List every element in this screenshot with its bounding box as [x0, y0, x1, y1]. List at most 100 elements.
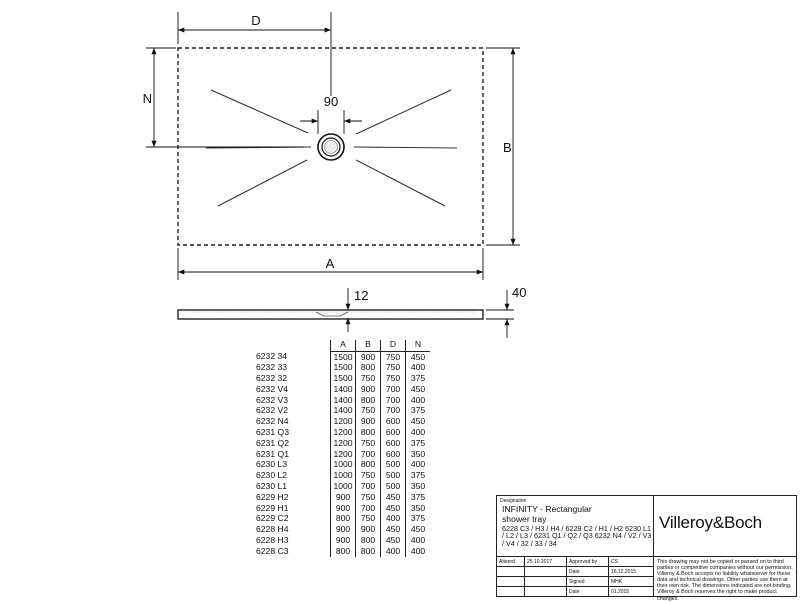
- article-code: 6230 L3: [256, 459, 288, 470]
- article-code: 6231 Q2: [256, 437, 289, 448]
- divider: [653, 496, 654, 556]
- dimension-value: 600: [380, 438, 406, 450]
- dimension-value: 400: [405, 427, 430, 439]
- meta-value: MHK: [609, 577, 654, 587]
- meta-value: 25.10.2017: [525, 557, 567, 567]
- dimension-value: 350: [405, 481, 430, 493]
- article-code: 6228 C3: [256, 545, 289, 556]
- dimension-value: 750: [355, 406, 381, 417]
- dimension-value: 900: [355, 524, 381, 536]
- meta-row: Signed MHK: [497, 577, 654, 587]
- drain-dimension: [300, 110, 362, 134]
- meta-label: Signed: [567, 577, 609, 587]
- dimension-value: 1200: [330, 449, 356, 460]
- height-dimension-label: 40: [512, 285, 526, 300]
- drain-icon: [317, 133, 345, 161]
- dimension-value: 400: [405, 362, 430, 374]
- dimension-value: 450: [380, 524, 406, 536]
- n-dimension: [146, 47, 304, 148]
- dimension-value: 1000: [330, 460, 356, 471]
- dimension-value: 800: [355, 362, 381, 374]
- dimension-value: 450: [405, 384, 430, 396]
- dimension-value: 400: [380, 546, 406, 558]
- article-code: 6231 Q3: [256, 427, 289, 438]
- dimension-value: 1200: [330, 416, 356, 428]
- dimension-value: 450: [405, 524, 430, 536]
- depth-dimension-label: 12: [354, 288, 368, 303]
- dimension-value: 1400: [330, 384, 356, 396]
- d-dimension: [177, 12, 332, 96]
- meta-row: Date 16.12.2015: [497, 567, 654, 577]
- dimension-value: 450: [405, 416, 430, 428]
- dimension-value: 375: [405, 438, 430, 450]
- dimension-value: 600: [380, 449, 406, 460]
- dimension-value: 900: [355, 351, 381, 363]
- dimension-value: 350: [405, 503, 430, 514]
- meta-value: 16.12.2015: [609, 567, 654, 577]
- dimension-value: 900: [355, 384, 381, 396]
- dimension-value: 400: [405, 460, 430, 471]
- article-code: 6229 C2: [256, 513, 289, 524]
- article-code: 6228 H3: [256, 535, 289, 546]
- dimension-value: 500: [380, 481, 406, 493]
- dimension-value: 900: [355, 416, 381, 428]
- dimension-value: 800: [355, 460, 381, 471]
- article-code: 6232 N4: [256, 416, 289, 427]
- d-dimension-label: D: [251, 13, 260, 28]
- dimension-value: 375: [405, 492, 430, 504]
- dimension-value: 1200: [330, 438, 356, 450]
- dimension-value: 750: [380, 351, 406, 363]
- dimension-value: 1200: [330, 427, 356, 439]
- meta-label: Date: [567, 567, 609, 577]
- dimension-value: 750: [355, 514, 381, 525]
- n-dimension-label: N: [143, 91, 152, 106]
- dimension-value: 500: [380, 460, 406, 471]
- dimension-value: 900: [330, 524, 356, 536]
- dimension-value: 500: [380, 470, 406, 482]
- drain-dimension-label: 90: [324, 94, 338, 109]
- dimension-value: 1500: [330, 373, 356, 385]
- dimension-value: 900: [330, 535, 356, 547]
- article-code: 6232 V3: [256, 394, 289, 405]
- a-dimension: [177, 248, 484, 280]
- slope-grooves: [205, 89, 458, 207]
- tray-side-profile: [177, 309, 484, 320]
- meta-label: Altered: [497, 557, 525, 567]
- article-code: 6232 32: [256, 373, 288, 384]
- dimension-value: 375: [405, 373, 430, 385]
- tray-outline: [177, 47, 484, 246]
- dimension-value: 800: [355, 535, 381, 547]
- dimension-value: 800: [330, 546, 356, 558]
- meta-label: Approved by: [567, 557, 609, 567]
- article-code: 6230 L1: [256, 481, 288, 492]
- dimension-value: 1400: [330, 395, 356, 406]
- divider: [497, 556, 796, 557]
- dimension-value: 700: [355, 481, 381, 493]
- column-header: A: [330, 339, 356, 352]
- dimension-value: 400: [405, 535, 430, 547]
- product-variants: 6228 C3 / H3 / H4 / 6229 C2 / H1 / H2 62…: [502, 524, 652, 548]
- meta-row: Date 01.2015: [497, 587, 654, 597]
- table-header-row: A B D N: [256, 339, 430, 352]
- b-dimension-label: B: [503, 140, 512, 155]
- dimension-value: 400: [405, 395, 430, 406]
- meta-row: Altered 25.10.2017 Approved by CS: [497, 557, 654, 567]
- dimension-value: 750: [380, 362, 406, 374]
- dimension-value: 450: [380, 503, 406, 514]
- column-header: D: [380, 339, 406, 352]
- article-code: 6232 34: [256, 351, 288, 362]
- dimension-value: 350: [405, 449, 430, 460]
- dimension-value: 700: [380, 384, 406, 396]
